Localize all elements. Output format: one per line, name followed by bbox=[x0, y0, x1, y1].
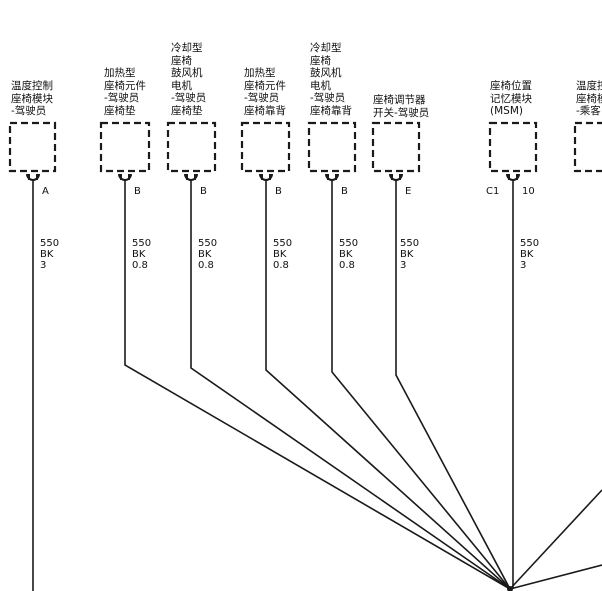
wire-passenger-right bbox=[509, 489, 602, 590]
component-label-cooling-blower-back-driver: 冷却型 座椅 鼓风机 电机 -驾驶员 座椅靠背 bbox=[310, 42, 352, 117]
connector-pin-symbol bbox=[325, 173, 339, 181]
connector-pin-symbol bbox=[26, 173, 40, 181]
component-box-cooling-blower-back-driver bbox=[307, 121, 357, 173]
component-label-temp-control-module-driver: 温度控制 座椅模块 -驾驶员 bbox=[11, 80, 53, 117]
component-box-temp-control-module-passenger bbox=[573, 121, 602, 173]
pin-label: B bbox=[341, 186, 348, 197]
component-box-heated-back-driver bbox=[240, 121, 291, 173]
splice-point bbox=[507, 586, 513, 591]
component-label-temp-control-module-passenger: 温度控 座椅模 -乘客 bbox=[576, 80, 602, 117]
connector-pin-symbol bbox=[184, 173, 198, 181]
component-label-cooling-blower-cushion-driver: 冷却型 座椅 鼓风机 电机 -驾驶员 座椅垫 bbox=[171, 42, 207, 117]
component-label-heated-cushion-driver: 加热型 座椅元件 -驾驶员 座椅垫 bbox=[104, 67, 146, 117]
wire-cooling-blower-cushion-driver bbox=[190, 180, 511, 590]
wire-cooling-blower-back-driver bbox=[331, 180, 511, 590]
component-box-temp-control-module-driver bbox=[8, 121, 57, 173]
pin-label: B bbox=[134, 186, 141, 197]
component-box-seat-adjuster-switch-driver bbox=[371, 121, 421, 173]
connector-pin-symbol bbox=[118, 173, 132, 181]
pin-label: B bbox=[275, 186, 282, 197]
connector-pin-symbol bbox=[389, 173, 403, 181]
component-box-heated-cushion-driver bbox=[99, 121, 151, 173]
pin-label: A bbox=[42, 186, 49, 197]
wire-heated-back-driver bbox=[265, 180, 511, 590]
pin-label: 10 bbox=[522, 186, 535, 197]
component-label-memory-seat-module: 座椅位置 记忆模块 (MSM) bbox=[490, 80, 532, 117]
component-box-memory-seat-module bbox=[488, 121, 538, 173]
wire-seat-adjuster-switch-driver bbox=[395, 180, 511, 590]
wire-passenger-right-2 bbox=[509, 564, 602, 590]
wire-heated-cushion-driver bbox=[124, 180, 511, 590]
pin-label: E bbox=[405, 186, 412, 197]
pin-label: B bbox=[200, 186, 207, 197]
connector-label: C1 bbox=[486, 186, 500, 197]
connector-pin-symbol bbox=[259, 173, 273, 181]
component-box-cooling-blower-cushion-driver bbox=[166, 121, 217, 173]
connector-pin-symbol bbox=[506, 173, 520, 181]
component-label-seat-adjuster-switch-driver: 座椅调节器 开关-驾驶员 bbox=[373, 94, 430, 119]
component-label-heated-back-driver: 加热型 座椅元件 -驾驶员 座椅靠背 bbox=[244, 67, 286, 117]
